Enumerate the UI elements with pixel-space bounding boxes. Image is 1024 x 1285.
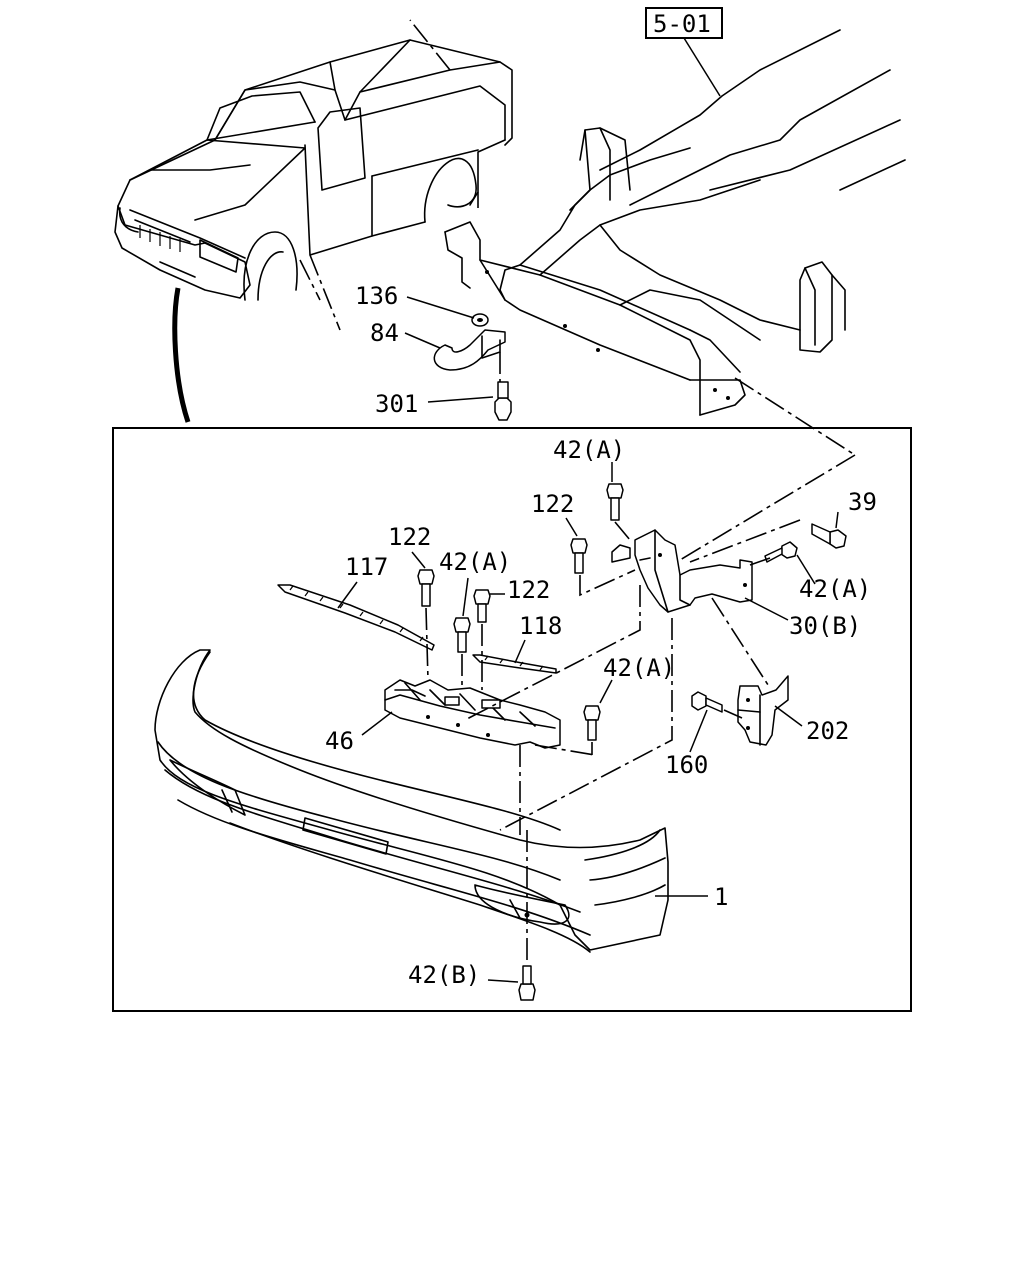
callout-117: 117 <box>345 553 388 581</box>
callout-136: 136 <box>355 282 398 310</box>
reference-label: 5-01 <box>653 10 711 38</box>
bolt-122-center <box>473 589 491 623</box>
bolt-39 <box>811 523 847 549</box>
side-bracket-30b <box>634 529 753 613</box>
vehicle-frame-illustration: 5-01 <box>444 7 906 456</box>
tow-hook-group <box>433 313 512 421</box>
side-bracket-202 <box>737 675 789 746</box>
inset-frame <box>112 427 912 1012</box>
callout-39: 39 <box>848 488 877 516</box>
bolt-301 <box>494 397 512 421</box>
callout-160: 160 <box>665 751 708 779</box>
bolt-122-right <box>570 538 588 574</box>
retainer-strip-117 <box>277 584 435 651</box>
front-bumper-fascia <box>154 649 669 953</box>
callout-301: 301 <box>375 390 418 418</box>
bolt-42a-top <box>606 483 624 521</box>
callout-122-a: 122 <box>531 490 574 518</box>
callout-42a-left: 42(A) <box>439 548 511 576</box>
fasteners <box>417 483 847 1001</box>
bolt-42a-left <box>453 617 471 653</box>
bolt-160 <box>691 691 723 713</box>
callout-118: 118 <box>519 612 562 640</box>
bolt-122-left <box>417 569 435 607</box>
callout-42a-top: 42(A) <box>553 436 625 464</box>
callout-30b: 30(B) <box>789 612 861 640</box>
callout-46: 46 <box>325 727 354 755</box>
bolt-42a-right <box>764 541 798 563</box>
retainer-strip-118 <box>472 654 557 674</box>
reference-box <box>645 7 723 39</box>
callout-122-b: 122 <box>388 523 431 551</box>
bolt-42b <box>518 965 536 1001</box>
pickup-truck-illustration <box>114 19 513 423</box>
callout-42a-mid: 42(A) <box>603 654 675 682</box>
bolt-42a-mid <box>583 705 601 741</box>
bumper-reinforcement-46 <box>384 679 561 749</box>
leader-lines <box>337 296 839 983</box>
callout-42b: 42(B) <box>408 961 480 989</box>
assembly-lines <box>425 454 856 965</box>
callout-202: 202 <box>806 717 849 745</box>
callout-42a-right: 42(A) <box>799 575 871 603</box>
callout-1: 1 <box>714 883 728 911</box>
callout-122-c: 122 <box>507 576 550 604</box>
callout-84: 84 <box>370 319 399 347</box>
callout-labels: 136 84 301 42(A) 122 39 122 117 42(A) 12… <box>325 282 877 989</box>
tow-hook-84 <box>433 329 506 371</box>
